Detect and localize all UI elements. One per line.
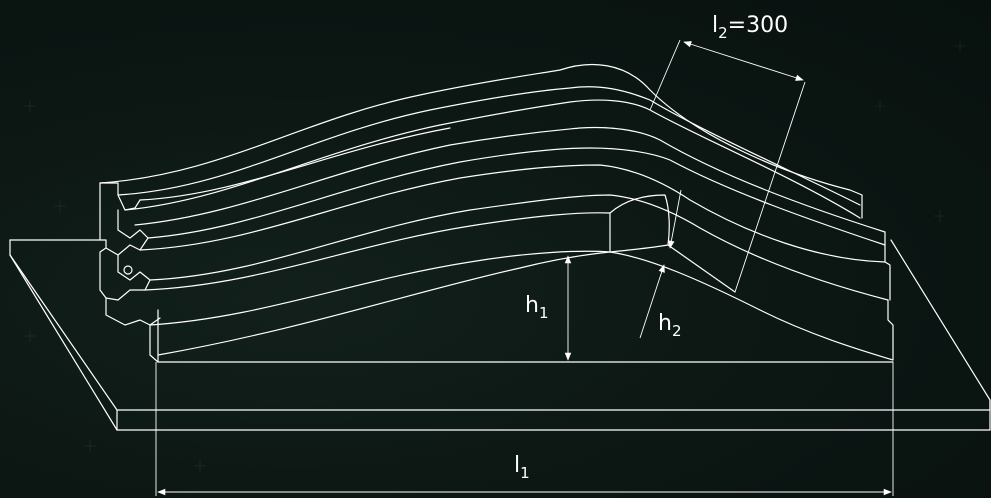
dimension-h1: h1 xyxy=(525,255,572,361)
label-l2: l2=300 xyxy=(712,13,788,42)
background-grid xyxy=(24,40,966,472)
label-l1: l1 xyxy=(514,453,530,482)
dimension-l1: l1 xyxy=(155,362,894,496)
bent-profile-body xyxy=(99,63,894,363)
label-h1: h1 xyxy=(525,293,549,322)
dimension-h2: h2 xyxy=(639,189,682,340)
dimension-l2: l2=300 xyxy=(649,13,806,293)
label-h2: h2 xyxy=(658,311,682,340)
base-plate xyxy=(9,239,991,431)
